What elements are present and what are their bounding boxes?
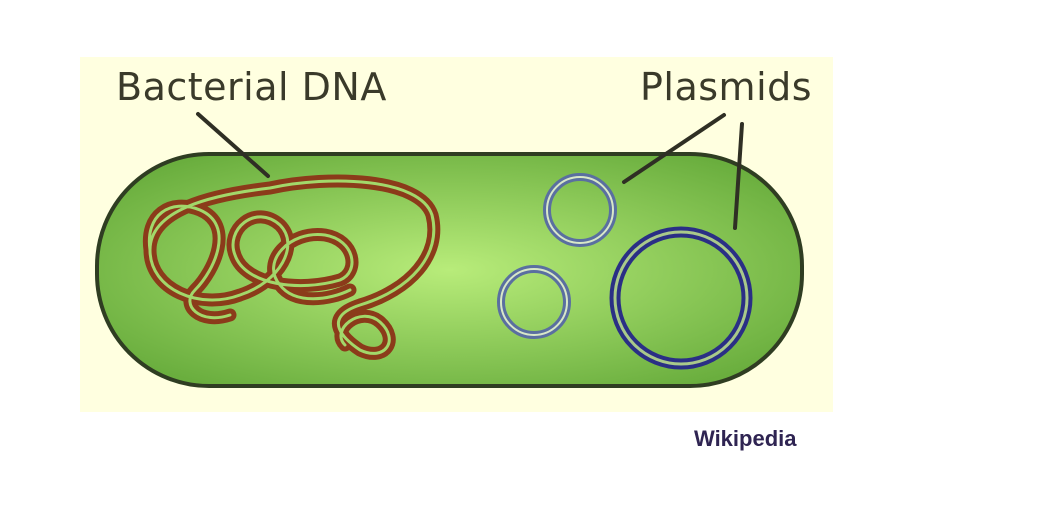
dna-label-pointer <box>196 112 270 178</box>
plasmid-small-bottom <box>497 265 571 339</box>
plasmids-label-pointer-small <box>622 113 726 184</box>
plasmid-large <box>609 226 753 370</box>
plasmids-label-pointer-large <box>733 122 744 230</box>
plasmid-small-top <box>543 173 617 247</box>
bacterial-dna-strand <box>142 174 441 360</box>
plasmids-label: Plasmids <box>640 65 813 109</box>
bacterial-dna-label: Bacterial DNA <box>116 65 387 109</box>
source-credit: Wikipedia <box>694 426 797 451</box>
